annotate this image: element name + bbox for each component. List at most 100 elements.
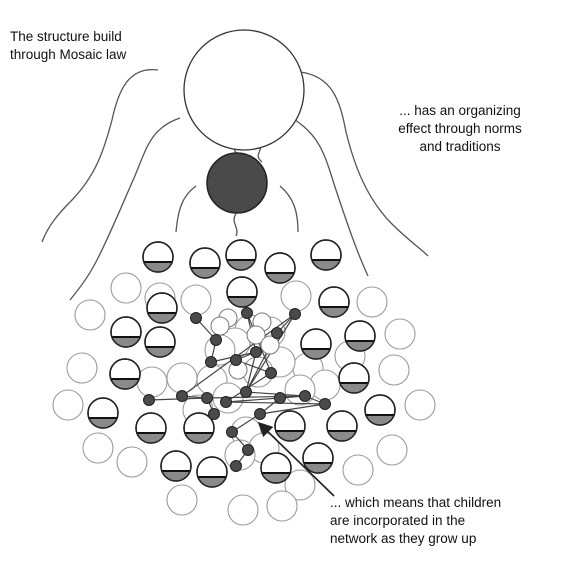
network-edge — [245, 351, 257, 393]
outer-node — [280, 280, 312, 312]
child-nodes — [143, 307, 331, 472]
child-node — [240, 386, 252, 398]
inner-node — [246, 325, 266, 345]
family-node — [183, 412, 215, 444]
child-node — [289, 308, 301, 320]
caption-line: through Mosaic law — [10, 47, 127, 62]
outer-node — [404, 389, 436, 421]
family-node — [274, 410, 306, 442]
caption-norms-traditions: ... has an organizing effect through nor… — [380, 102, 540, 156]
influence-line-mid-right — [279, 185, 299, 233]
family-node — [144, 326, 176, 358]
influence-line-right-outer — [299, 71, 429, 257]
family-node — [326, 410, 358, 442]
family-node — [226, 276, 258, 308]
child-node — [226, 426, 238, 438]
child-node — [205, 356, 217, 368]
family-node — [260, 452, 292, 484]
family-node — [135, 412, 167, 444]
child-node — [271, 327, 283, 339]
child-node — [299, 390, 311, 402]
child-node — [319, 398, 331, 410]
caption-mosaic-law: The structure build through Mosaic law — [10, 28, 126, 64]
shaded-nodes — [87, 239, 396, 488]
outer-node — [136, 366, 168, 398]
child-node — [242, 444, 254, 456]
outer-node — [52, 389, 84, 421]
outer-node — [376, 434, 408, 466]
plain-nodes — [52, 272, 436, 526]
family-node — [264, 252, 296, 284]
family-node — [310, 239, 342, 271]
outer-node — [378, 354, 410, 386]
caption-line: ... which means that children — [330, 495, 502, 510]
network-edge — [259, 403, 326, 415]
family-node — [142, 241, 174, 273]
family-node — [109, 358, 141, 390]
child-node — [208, 408, 220, 420]
child-node — [143, 394, 155, 406]
child-node — [274, 392, 286, 404]
influence-line-mid-left — [175, 185, 197, 233]
outer-node — [284, 374, 316, 406]
network-edge — [225, 401, 326, 405]
network-edge — [225, 397, 281, 403]
caption-line: are incorporated in the — [330, 513, 466, 528]
child-node — [241, 307, 253, 319]
caption-line: network as they grow up — [330, 531, 477, 546]
family-node — [146, 292, 178, 324]
child-node — [210, 334, 222, 346]
outer-node — [342, 454, 374, 486]
outer-node — [384, 318, 416, 350]
family-node — [338, 362, 370, 394]
caption-line: and traditions — [419, 139, 501, 154]
family-node — [364, 394, 396, 426]
family-node — [225, 239, 257, 271]
mosaic-law-circle — [183, 29, 305, 151]
influence-line-right-inner — [291, 117, 369, 277]
child-node — [230, 460, 242, 472]
outer-node — [82, 432, 114, 464]
outer-node — [66, 352, 98, 384]
child-node — [265, 367, 277, 379]
arrow — [257, 421, 335, 497]
outer-node — [166, 484, 198, 516]
outer-node — [74, 299, 106, 331]
child-node — [230, 354, 242, 366]
influence-line-left-outer — [41, 69, 159, 243]
child-node — [201, 392, 213, 404]
family-node — [302, 442, 334, 474]
outer-node — [356, 286, 388, 318]
inner-node — [260, 335, 280, 355]
inner-node — [210, 316, 230, 336]
influence-line-center — [233, 213, 238, 237]
family-node — [87, 397, 119, 429]
caption-children: ... which means that children are incorp… — [330, 494, 550, 548]
family-node — [318, 286, 350, 318]
outer-node — [284, 469, 316, 501]
caption-line: The structure build — [10, 29, 122, 44]
outer-node — [180, 284, 212, 316]
family-node — [160, 450, 192, 482]
family-node — [196, 456, 228, 488]
child-node — [176, 390, 188, 402]
family-node — [189, 247, 221, 279]
family-node — [110, 316, 142, 348]
outer-node — [227, 494, 259, 526]
child-node — [220, 396, 232, 408]
caption-line: effect through norms — [398, 121, 522, 136]
network-edge — [245, 391, 306, 397]
influence-line-left-inner — [69, 117, 181, 301]
child-node — [190, 312, 202, 324]
outer-node — [116, 446, 148, 478]
caption-line: ... has an organizing — [399, 103, 521, 118]
family-node — [300, 328, 332, 360]
child-node — [254, 408, 266, 420]
outer-node — [266, 490, 298, 522]
child-node — [250, 346, 262, 358]
influence-lines — [41, 69, 429, 301]
small-nodes — [210, 308, 280, 380]
outer-node — [110, 272, 142, 304]
